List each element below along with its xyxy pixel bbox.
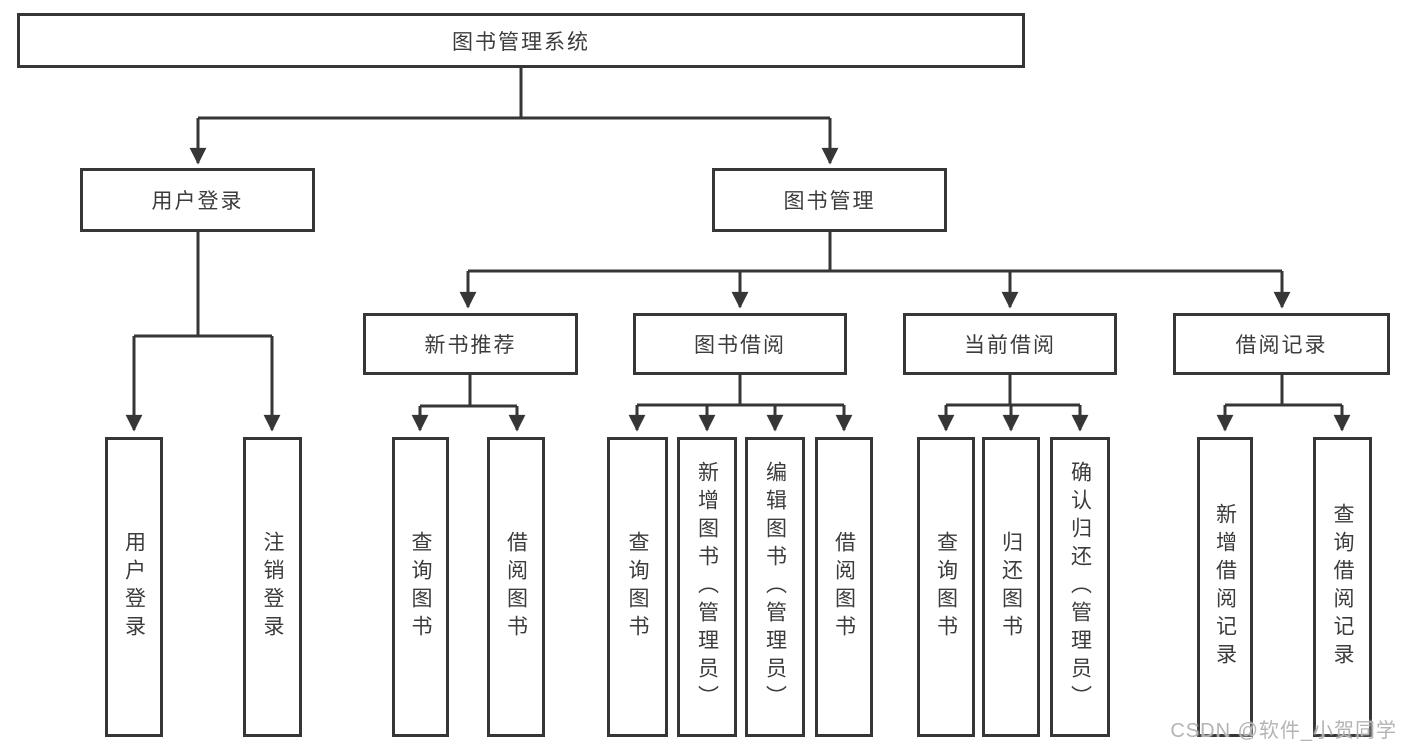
leaf-return-book: 归还图书: [982, 437, 1040, 737]
node-borrow-records-label: 借阅记录: [1235, 334, 1328, 357]
node-user-login: 用户登录: [80, 168, 315, 232]
node-book-management: 图书管理: [712, 168, 947, 232]
leaf-query-book-newbook: 查询图书: [392, 437, 449, 737]
leaf-add-book-admin: 新增图书（管理员）: [677, 437, 737, 737]
leaf-borrow-book-borrow-label: 借阅图书: [832, 531, 856, 643]
node-root-label: 图书管理系统: [452, 30, 590, 54]
rail-root: [198, 68, 830, 120]
watermark: CSDN @软件_小贺同学: [1170, 720, 1397, 742]
leaf-query-book-borrow: 查询图书: [607, 437, 668, 737]
node-root: 图书管理系统: [17, 13, 1025, 68]
leaf-user-login-label: 用户登录: [122, 531, 146, 643]
leaf-borrow-book-newbook-label: 借阅图书: [504, 531, 528, 643]
leaf-user-login: 用户登录: [105, 437, 163, 737]
node-book-borrow: 图书借阅: [633, 313, 847, 375]
node-current-borrow: 当前借阅: [903, 313, 1117, 375]
rail-book-management: [468, 232, 1282, 273]
rail-new-book: [420, 375, 517, 408]
node-book-borrow-label: 图书借阅: [694, 334, 786, 357]
leaf-logout: 注销登录: [243, 437, 302, 737]
leaf-add-borrow-record-label: 新增借阅记录: [1213, 503, 1237, 671]
leaf-add-book-admin-label: 新增图书（管理员）: [695, 461, 719, 713]
rail-borrow-records: [1225, 375, 1342, 407]
leaf-edit-book-admin-label: 编辑图书（管理员）: [763, 461, 787, 713]
leaf-return-book-label: 归还图书: [999, 531, 1023, 643]
node-user-login-label: 用户登录: [151, 190, 244, 213]
leaf-query-borrow-record: 查询借阅记录: [1313, 437, 1372, 737]
rail-current-borrow: [946, 375, 1080, 407]
leaf-query-book-newbook-label: 查询图书: [409, 531, 432, 643]
node-new-book-recommend: 新书推荐: [363, 313, 578, 375]
node-book-management-label: 图书管理: [783, 190, 876, 213]
leaf-query-book-borrow-label: 查询图书: [626, 531, 649, 643]
rail-user-login: [134, 232, 272, 338]
leaf-add-borrow-record: 新增借阅记录: [1197, 437, 1253, 737]
leaf-borrow-book-newbook: 借阅图书: [487, 437, 545, 737]
leaf-query-book-current-label: 查询图书: [934, 531, 958, 643]
leaf-query-book-current: 查询图书: [917, 437, 975, 737]
rail-book-borrow: [637, 375, 844, 407]
leaf-confirm-return-admin-label: 确认归还（管理员）: [1068, 461, 1092, 713]
leaf-logout-label: 注销登录: [261, 531, 284, 643]
leaf-edit-book-admin: 编辑图书（管理员）: [745, 437, 805, 737]
leaf-confirm-return-admin: 确认归还（管理员）: [1050, 437, 1110, 737]
node-new-book-recommend-label: 新书推荐: [424, 334, 517, 357]
leaf-borrow-book-borrow: 借阅图书: [815, 437, 873, 737]
leaf-query-borrow-record-label: 查询借阅记录: [1331, 503, 1354, 671]
node-borrow-records: 借阅记录: [1173, 313, 1390, 375]
node-current-borrow-label: 当前借阅: [964, 334, 1056, 357]
